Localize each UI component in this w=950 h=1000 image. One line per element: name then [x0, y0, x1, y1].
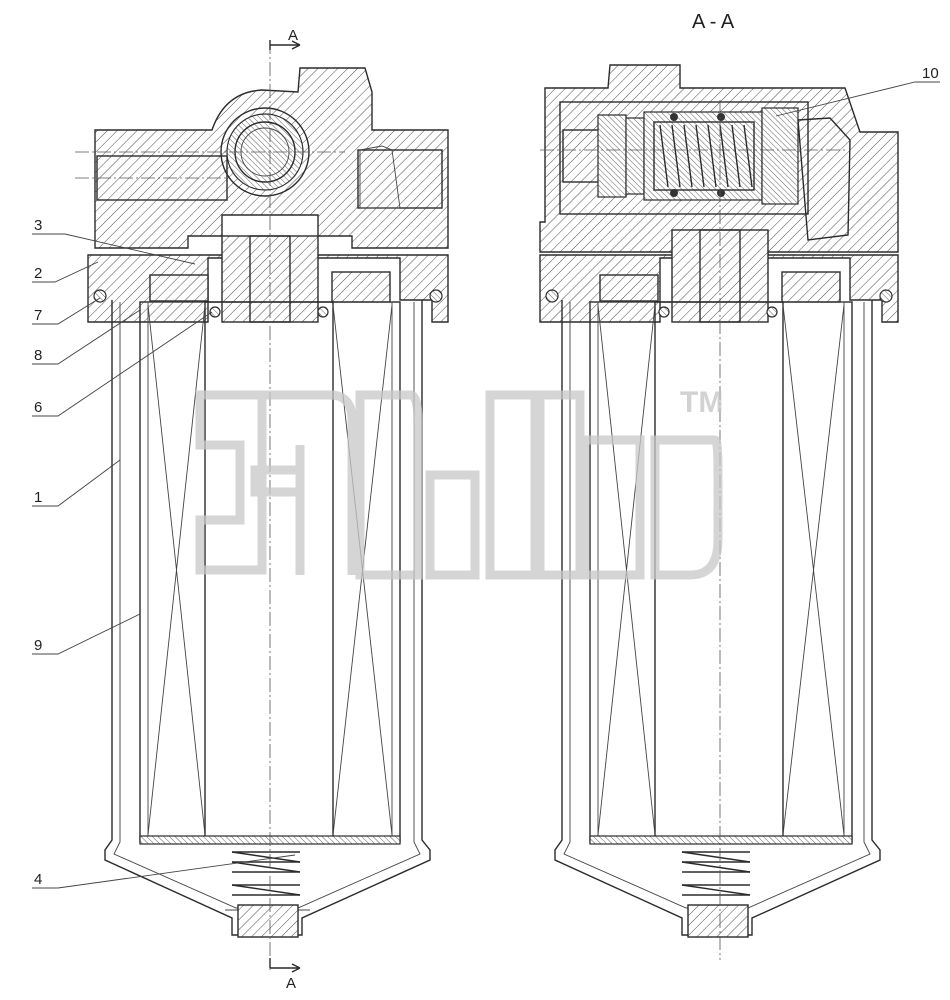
bottom-spring-section: [681, 851, 751, 896]
seal-ring-inner-2-section: [766, 306, 778, 318]
top-cap-right: [331, 271, 391, 303]
section-title: A - A: [692, 11, 735, 33]
callout-9: 9: [34, 637, 42, 654]
bottom-spring: [225, 851, 310, 911]
seal-ring-left-section: [545, 289, 559, 303]
drain-plug: [237, 904, 299, 938]
seal-ring-left: [93, 289, 107, 303]
inner-core-section: [654, 301, 784, 839]
cover-plate-section: [539, 254, 899, 323]
callout-10: 10: [922, 65, 939, 82]
outlet-channel: [797, 117, 851, 241]
top-cap-left-section: [599, 274, 659, 302]
seal-ring-right-section: [879, 289, 893, 303]
top-cap-left: [149, 274, 209, 302]
drain-plug-section: [687, 904, 749, 938]
watermark-logo: TM: [195, 386, 723, 580]
valve-bore: [559, 101, 809, 215]
callout-4: 4: [34, 871, 42, 888]
bypass-valve: [562, 107, 799, 205]
cover-plate: [87, 254, 449, 323]
right-view: [539, 64, 899, 960]
seal-ring-inner: [209, 306, 221, 318]
callout-7: 7: [34, 307, 42, 324]
leader-lines: [32, 81, 940, 889]
trademark-symbol: TM: [680, 386, 723, 419]
section-mark-top: A: [288, 27, 298, 44]
bottom-plate-section: [589, 835, 853, 845]
left-view: [75, 40, 449, 973]
seal-ring-inner-2: [317, 306, 329, 318]
top-cap-right-section: [781, 271, 841, 303]
inner-passage: [359, 145, 401, 209]
callout-3: 3: [34, 217, 42, 234]
seal-ring-inner-section: [658, 306, 670, 318]
section-mark-bottom: A: [286, 975, 296, 992]
callout-2: 2: [34, 265, 42, 282]
callout-1: 1: [34, 489, 42, 506]
callout-8: 8: [34, 347, 42, 364]
callout-6: 6: [34, 399, 42, 416]
seal-ring-right: [429, 289, 443, 303]
